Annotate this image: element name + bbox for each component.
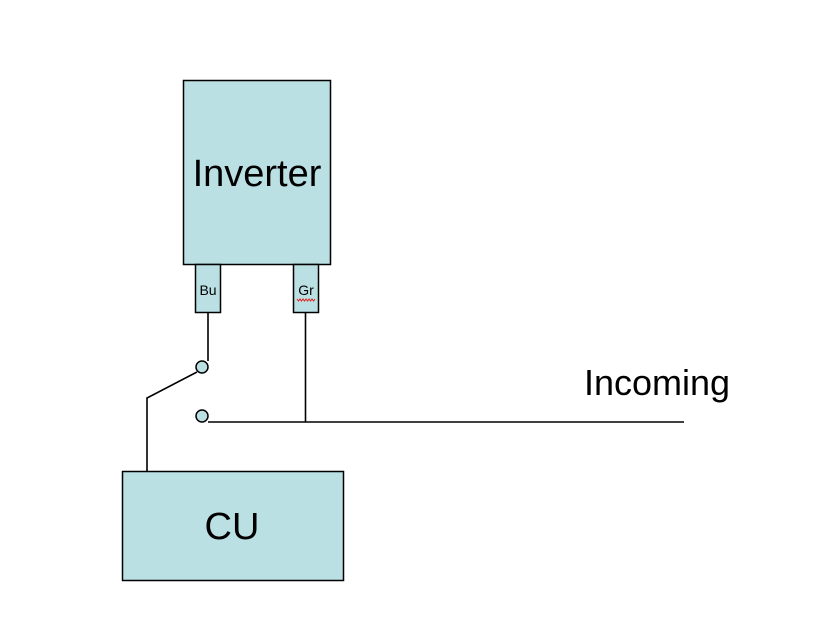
switch-upper-contact xyxy=(195,360,209,374)
switch-lower-contact xyxy=(195,409,209,423)
spellcheck-underline xyxy=(296,298,316,302)
inverter-label: Inverter xyxy=(193,153,322,195)
terminal-gr-label: Gr xyxy=(298,282,314,298)
switch-blade-to-cu xyxy=(146,371,198,471)
incoming-label: Incoming xyxy=(584,362,730,403)
cu-box xyxy=(121,470,345,582)
terminal-bu-label: Bu xyxy=(199,282,216,298)
cu-label: CU xyxy=(205,506,260,548)
inverter-box xyxy=(182,79,332,266)
